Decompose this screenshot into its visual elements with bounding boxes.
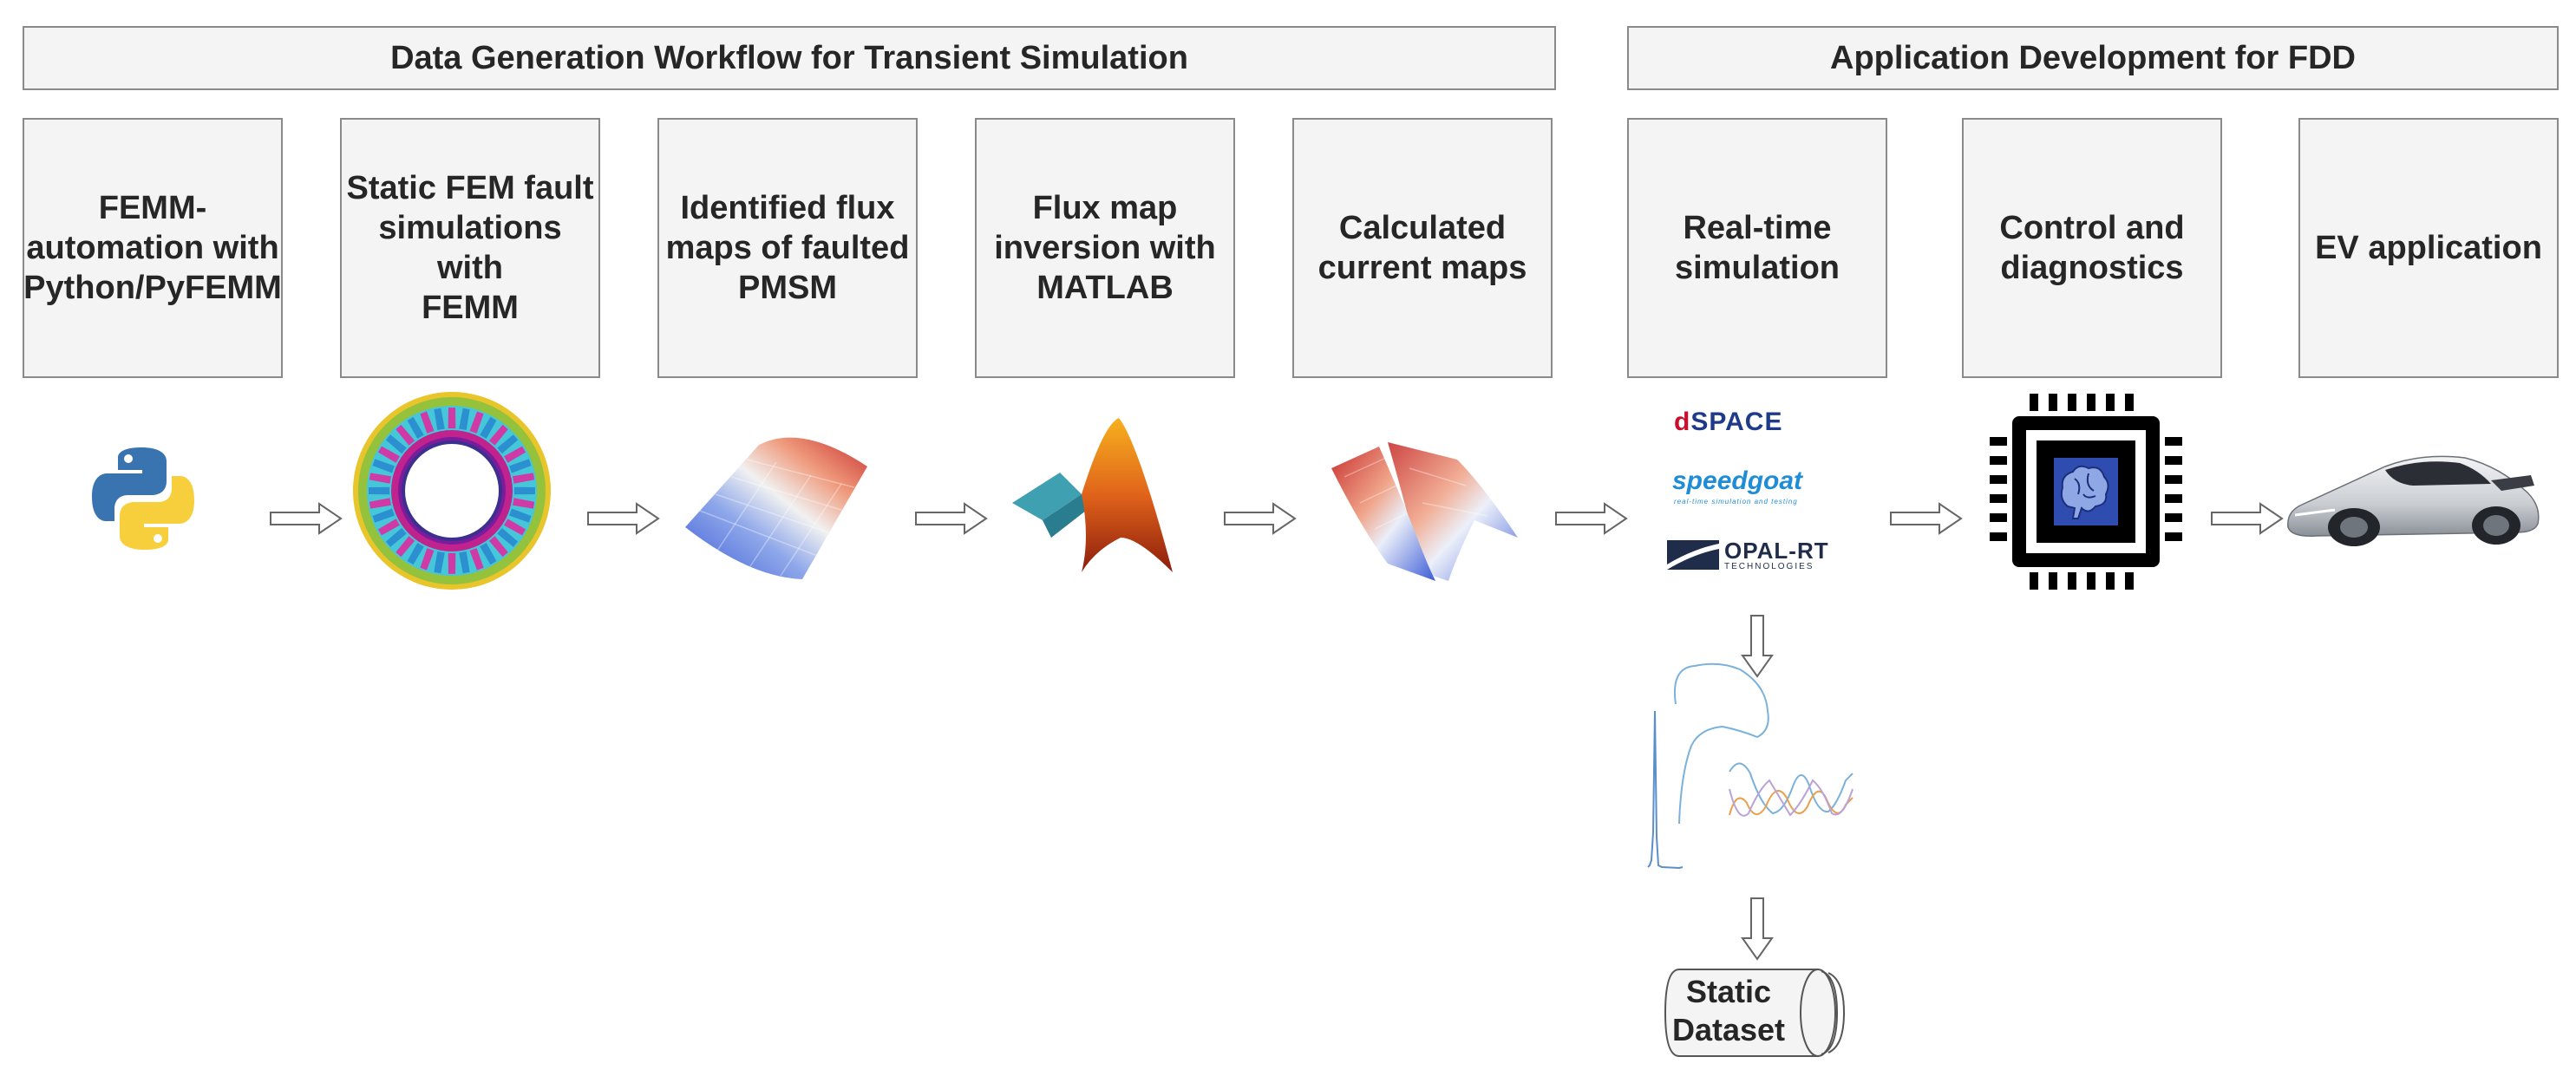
section-header-data-generation: Data Generation Workflow for Transient S… (23, 26, 1556, 90)
step-label-line: Control and (1999, 210, 2185, 246)
step-box-static-fem: Static FEM fault simulations with FEMM (340, 118, 600, 378)
arrow-right-icon (1224, 502, 1297, 535)
stator-slot (396, 424, 415, 446)
current-map-surfaces-icon (1331, 442, 1518, 581)
flux-map-surface-icon (685, 437, 867, 579)
step-label-line: MATLAB (1036, 270, 1174, 306)
step-box-ev-application: EV application (2298, 118, 2559, 378)
step-box-femm-automation: FEMM- automation with Python/PyFEMM (23, 118, 283, 378)
ai-chip-brain-icon (1990, 394, 2182, 590)
step-label-line: current maps (1317, 250, 1527, 286)
step-label-line: automation with (26, 230, 279, 266)
stator-slot (385, 434, 407, 454)
opal-rt-name: OPAL-RT (1724, 537, 1829, 564)
stator-slot (504, 446, 526, 463)
speedgoat-tagline: real-time simulation and testing (1674, 498, 1798, 506)
stator-slot (434, 551, 445, 574)
arrow-right-icon (270, 502, 343, 535)
simulation-signals-plot-icon (1647, 662, 1854, 870)
step-label-line: PMSM (738, 270, 837, 306)
opal-rt-logo: OPAL-RT TECHNOLOGIES (1667, 539, 1829, 571)
stator-slot (504, 519, 526, 536)
step-box-real-time-simulation: Real-time simulation (1627, 118, 1887, 378)
step-label-line: Calculated (1338, 210, 1507, 246)
stator-slot (369, 498, 391, 509)
electric-vehicle-car-icon (2287, 455, 2540, 546)
stator-slot (509, 459, 532, 473)
arrow-down-icon (1741, 897, 1774, 961)
step-box-control-diagnostics: Control and diagnostics (1962, 118, 2222, 378)
stator-slot (372, 508, 395, 523)
step-label-line: maps of faulted (665, 230, 910, 266)
stator-slot (459, 408, 470, 430)
step-label-line: simulations with (378, 210, 562, 286)
stator-slot (396, 536, 415, 558)
section-header-application-development: Application Development for FDD (1627, 26, 2559, 90)
fem-motor-cross-section-icon (353, 392, 551, 590)
stator-slot (459, 551, 470, 574)
speedgoat-logo: speedgoat (1672, 466, 1803, 495)
stator-slot (513, 498, 535, 509)
stator-slot (480, 416, 497, 439)
stator-slot (448, 552, 456, 574)
step-label-line: EV application (2315, 230, 2542, 266)
matlab-logo-icon (1012, 418, 1173, 572)
step-label-line: inversion with (994, 230, 1216, 266)
stator-slot (369, 473, 391, 484)
stator-slot (434, 408, 445, 430)
step-label-line: Flux map (1032, 190, 1178, 226)
step-label-line: Identified flux (680, 190, 895, 226)
opal-rt-mark-icon (1667, 540, 1719, 570)
dspace-logo: dSPACE (1674, 408, 1783, 436)
python-logo-icon (92, 447, 194, 550)
step-label-line: FEMM- (98, 190, 207, 226)
stator-slot (420, 411, 435, 434)
stator-slot (420, 548, 435, 571)
arrow-right-icon (587, 502, 660, 535)
step-label-line: FEMM (422, 290, 519, 326)
stator-slot (513, 473, 535, 484)
arrow-right-icon (2211, 502, 2284, 535)
stator-slot (385, 527, 407, 547)
step-box-flux-inversion: Flux map inversion with MATLAB (975, 118, 1235, 378)
stator-slot (448, 408, 456, 429)
dataset-line: Dataset (1671, 1012, 1786, 1047)
stator-slot (488, 536, 508, 558)
stator-slot (469, 548, 484, 571)
stator-slot (377, 446, 400, 463)
stator-slot (372, 459, 395, 473)
stator-slot (369, 486, 390, 495)
stator-slot (377, 519, 400, 536)
opal-rt-sub: TECHNOLOGIES (1724, 561, 1814, 571)
step-label-line: Python/PyFEMM (23, 270, 282, 306)
stator-slot (488, 424, 508, 446)
step-box-current-maps: Calculated current maps (1292, 118, 1553, 378)
arrow-right-icon (1890, 502, 1963, 535)
step-label-line: Real-time (1683, 210, 1832, 246)
stator-slot (513, 486, 535, 495)
dataset-line: Static (1685, 974, 1772, 1009)
dataset-cylinder-icon (1664, 969, 1846, 1057)
stator-slot (407, 416, 424, 439)
step-box-flux-maps: Identified flux maps of faulted PMSM (657, 118, 918, 378)
stator-slot (497, 434, 519, 454)
arrow-down-icon (1741, 615, 1774, 678)
step-label-line: simulation (1674, 250, 1840, 286)
step-label-line: diagnostics (2000, 250, 2184, 286)
static-dataset-label: Static Dataset (1664, 973, 1794, 1049)
arrow-right-icon (915, 502, 988, 535)
step-label-line: Static FEM fault (346, 170, 594, 206)
stator-slot (497, 527, 519, 547)
arrow-right-icon (1555, 502, 1628, 535)
stator-slot (469, 411, 484, 434)
stator-slot (509, 508, 532, 523)
stator-slot (480, 543, 497, 565)
stator-slot (407, 543, 424, 565)
